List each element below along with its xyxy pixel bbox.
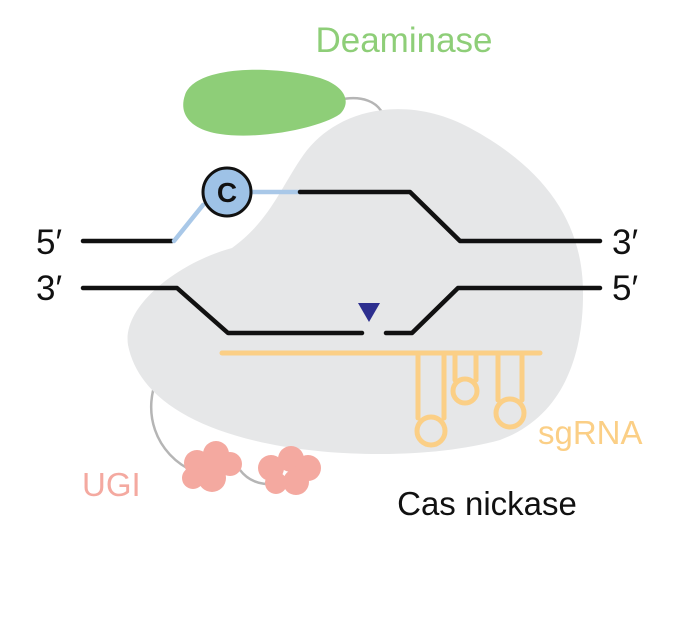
five-prime-right-label: 5′ (612, 269, 638, 308)
ugi-label: UGI (82, 466, 141, 503)
three-prime-right-label: 3′ (612, 223, 638, 262)
dna-bottom-strand-right (383, 285, 603, 336)
three-prime-left-label: 3′ (36, 269, 62, 308)
nick-marker-icon (358, 303, 380, 322)
target-base-c (201, 166, 253, 218)
cas-nickase-label: Cas nickase (397, 485, 577, 522)
five-prime-left-label: 5′ (36, 223, 62, 262)
deaminase-domain (183, 69, 346, 136)
dna-top-strand-right (297, 189, 603, 244)
dna-bottom-strand-left (80, 285, 365, 336)
target-base-label: C (217, 177, 237, 208)
sgrna-label: sgRNA (538, 414, 643, 451)
deaminase-label: Deaminase (315, 21, 492, 60)
ugi-domain (182, 441, 321, 495)
sgrna (219, 350, 543, 448)
cas-nickase-body (127, 109, 584, 455)
deaminated-strand-segment (171, 189, 303, 244)
